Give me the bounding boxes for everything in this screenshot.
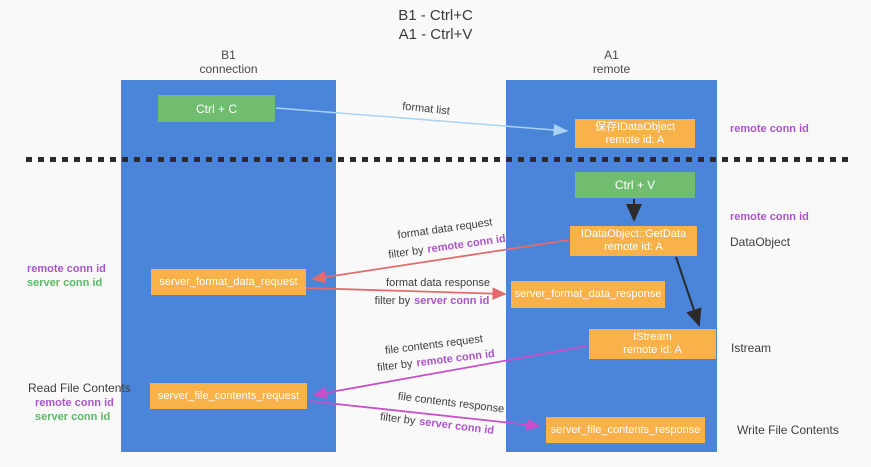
node-ctrl-c-label: Ctrl + C <box>195 101 237 116</box>
phase-divider-dashed-line <box>26 157 851 162</box>
node-idataobject-getdata: IDataObject::GetData remote id: A <box>570 226 697 256</box>
node-ctrl-v-label: Ctrl + V <box>614 178 656 192</box>
annotation-left-remote-conn-id-1: remote conn id <box>27 263 106 275</box>
annotation-remote-conn-id-1: remote conn id <box>730 123 809 135</box>
annotation-write-file-contents: Write File Contents <box>737 423 839 437</box>
node-save-idataobject-line2: remote id: A <box>605 133 665 146</box>
filter-by-text: filter by <box>374 295 411 307</box>
node-ctrl-c: Ctrl + C <box>158 95 275 122</box>
label-file-contents-response: file contents response <box>397 390 505 416</box>
title-line-1: B1 - Ctrl+C <box>398 7 473 24</box>
node-server-file-contents-request: server_file_contents_request <box>150 383 307 409</box>
lifeline-b1-role: connection <box>199 62 258 76</box>
lifeline-header-a1: A1 remote <box>506 48 717 76</box>
label-format-list: format list <box>401 100 451 118</box>
annotation-remote-conn-id-2: remote conn id <box>730 211 809 223</box>
lifeline-a1-name: A1 <box>604 48 619 62</box>
node-istream-line1: IStream <box>633 331 672 343</box>
server-conn-id-text: server conn id <box>418 415 495 437</box>
lifeline-b1-name: B1 <box>221 48 236 62</box>
remote-conn-id-text: remote conn id <box>426 232 507 256</box>
node-server-format-data-request-label: server_format_data_request <box>159 275 298 288</box>
title-line-2: A1 - Ctrl+V <box>398 26 473 43</box>
filter-by-text: filter by <box>379 411 417 428</box>
node-server-file-contents-response: server_file_contents_response <box>546 417 705 443</box>
filter-by-text: filter by <box>376 357 414 375</box>
node-server-format-data-response-label: server_format_data_response <box>514 288 662 300</box>
node-ctrl-v: Ctrl + V <box>575 172 695 198</box>
label-format-data-response: format data response <box>386 277 490 289</box>
filter-by-text: filter by <box>387 244 425 262</box>
server-conn-id-text: server conn id <box>414 295 490 307</box>
node-istream: IStream remote id: A <box>589 329 716 359</box>
annotation-istream: Istream <box>731 341 772 355</box>
annotation-left-server-conn-id-2: server conn id <box>35 411 111 423</box>
node-server-format-data-request: server_format_data_request <box>151 269 306 295</box>
node-idataobject-getdata-line1: IDataObject::GetData <box>580 228 687 240</box>
node-save-idataobject: 保存IDataObject remote id: A <box>575 119 695 148</box>
node-server-file-contents-request-label: server_file_contents_request <box>157 389 300 402</box>
annotation-left-server-conn-id-1: server conn id <box>27 277 103 289</box>
annotation-dataobject: DataObject <box>730 235 791 249</box>
lifeline-header-b1: B1 connection <box>121 48 336 76</box>
annotation-left-remote-conn-id-2: remote conn id <box>35 397 114 409</box>
lifeline-a1-role: remote <box>592 62 631 76</box>
node-idataobject-getdata-line2: remote id: A <box>604 241 663 253</box>
annotation-read-file-contents: Read File Contents <box>28 381 131 395</box>
node-server-file-contents-response-label: server_file_contents_response <box>550 423 701 436</box>
node-save-idataobject-line1: 保存IDataObject <box>594 120 676 133</box>
diagram-title: B1 - Ctrl+C A1 - Ctrl+V <box>0 6 871 44</box>
node-server-format-data-response: server_format_data_response <box>511 281 665 308</box>
node-istream-line2: remote id: A <box>623 344 682 356</box>
